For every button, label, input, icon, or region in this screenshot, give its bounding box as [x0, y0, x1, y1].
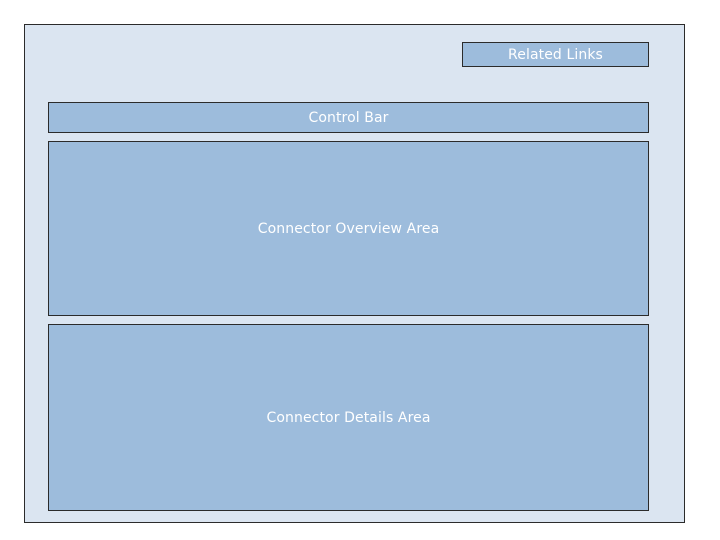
connector-details-label: Connector Details Area — [266, 409, 431, 426]
connector-details-area: Connector Details Area — [48, 324, 649, 511]
control-bar-box: Control Bar — [48, 102, 649, 133]
connector-overview-label: Connector Overview Area — [257, 220, 440, 237]
connector-overview-area: Connector Overview Area — [48, 141, 649, 316]
related-links-label: Related Links — [508, 46, 603, 63]
related-links-box: Related Links — [462, 42, 649, 67]
control-bar-label: Control Bar — [308, 109, 389, 126]
